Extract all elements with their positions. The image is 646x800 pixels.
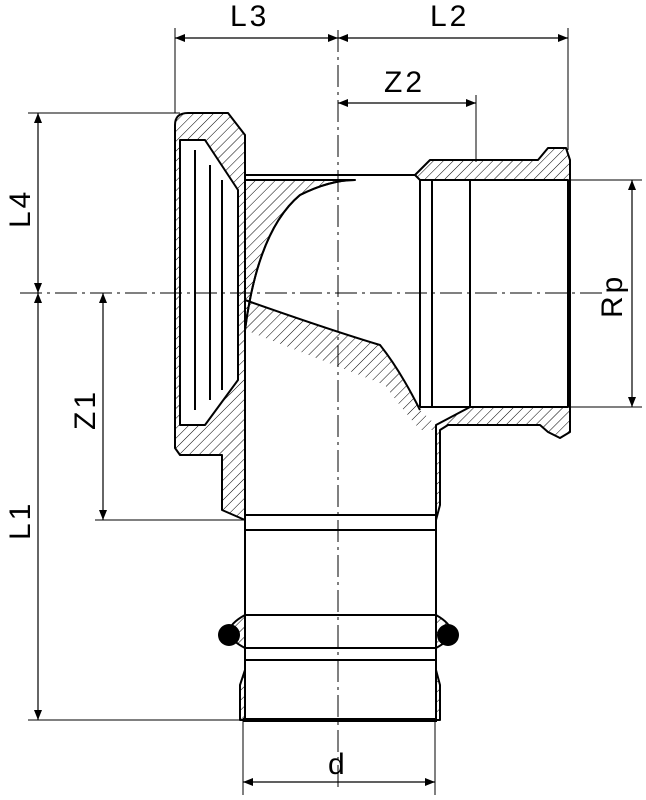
label-L2: L2 xyxy=(430,0,469,33)
dimension-lines xyxy=(34,34,636,786)
o-ring-right xyxy=(437,624,459,646)
label-Z1: Z1 xyxy=(69,389,102,430)
label-d: d xyxy=(328,748,348,781)
o-ring-left xyxy=(218,624,240,646)
label-L4: L4 xyxy=(4,189,37,228)
centerlines xyxy=(20,30,605,790)
label-L3: L3 xyxy=(230,0,269,33)
label-Rp: Rp xyxy=(596,274,629,318)
label-L1: L1 xyxy=(4,501,37,540)
fitting-body xyxy=(174,112,571,722)
label-Z2: Z2 xyxy=(384,66,425,99)
